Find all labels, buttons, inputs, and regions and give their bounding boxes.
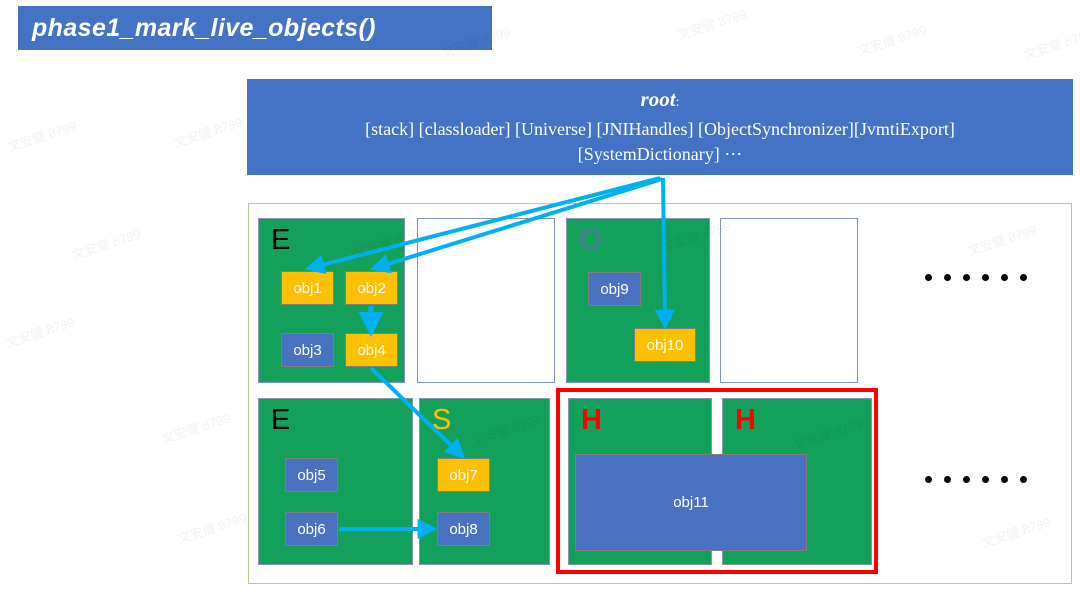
watermark: 文安健 8799 [855,22,929,59]
root-list-line-1: [stack] [classloader] [Universe] [JNIHan… [365,119,955,139]
region-label-old: O [579,224,602,256]
ellipsis-top [925,274,1027,281]
object-obj7: obj7 [437,458,490,492]
object-obj10: obj10 [634,328,696,362]
root-heading-text: root [640,87,676,111]
object-obj11: obj11 [575,454,807,551]
object-label: obj4 [357,341,386,359]
title-banner: phase1_mark_live_objects() [18,6,492,50]
object-obj6: obj6 [285,512,338,546]
watermark: 文安健 8799 [171,114,245,151]
region-label-humongous: H [581,404,602,436]
object-label: obj5 [297,466,326,484]
object-obj2: obj2 [345,271,398,305]
watermark: 文安健 8799 [69,226,143,263]
ellipsis-dot [944,274,951,281]
ellipsis-dot [944,476,951,483]
ellipsis-dot [925,476,932,483]
watermark: 文安健 8799 [1021,26,1080,63]
root-list-line-2: [SystemDictionary] ⋯ [577,144,743,164]
region-free-1 [417,218,555,383]
ellipsis-dot [925,274,932,281]
region-label-eden: E [271,224,291,256]
object-label: obj6 [297,520,326,538]
object-label: obj2 [357,279,386,297]
watermark: 文安健 8799 [159,410,233,447]
page-title: phase1_mark_live_objects() [32,13,376,42]
watermark: 文安健 8799 [5,118,79,155]
ellipsis-dot [982,274,989,281]
object-label: obj3 [293,341,322,359]
ellipsis-dot [963,476,970,483]
object-obj1: obj1 [281,271,334,305]
region-free-2 [720,218,858,383]
object-label: obj9 [600,280,629,298]
region-label-humongous: H [735,404,756,436]
watermark: 文安健 8799 [175,510,249,547]
object-obj5: obj5 [285,458,338,492]
region-label-survivor: S [432,404,452,436]
ellipsis-dot [1001,274,1008,281]
object-obj3: obj3 [281,333,334,367]
object-label: obj8 [449,520,478,538]
object-obj8: obj8 [437,512,490,546]
ellipsis-dot [1020,476,1027,483]
object-label: obj11 [673,494,709,511]
watermark: 文安健 8799 [675,6,749,43]
region-label-eden: E [271,404,291,436]
object-label: obj1 [293,279,322,297]
ellipsis-dot [1020,274,1027,281]
object-obj4: obj4 [345,333,398,367]
root-heading: root: [247,85,1073,117]
ellipsis-bottom [925,476,1027,483]
root-heading-colon: : [675,95,680,110]
ellipsis-dot [1001,476,1008,483]
ellipsis-dot [963,274,970,281]
object-label: obj10 [646,336,684,354]
ellipsis-dot [982,476,989,483]
object-label: obj7 [449,466,478,484]
object-obj9: obj9 [588,272,641,306]
watermark: 文安健 8799 [3,314,77,351]
root-set-box: root: [stack] [classloader] [Universe] [… [247,79,1073,175]
